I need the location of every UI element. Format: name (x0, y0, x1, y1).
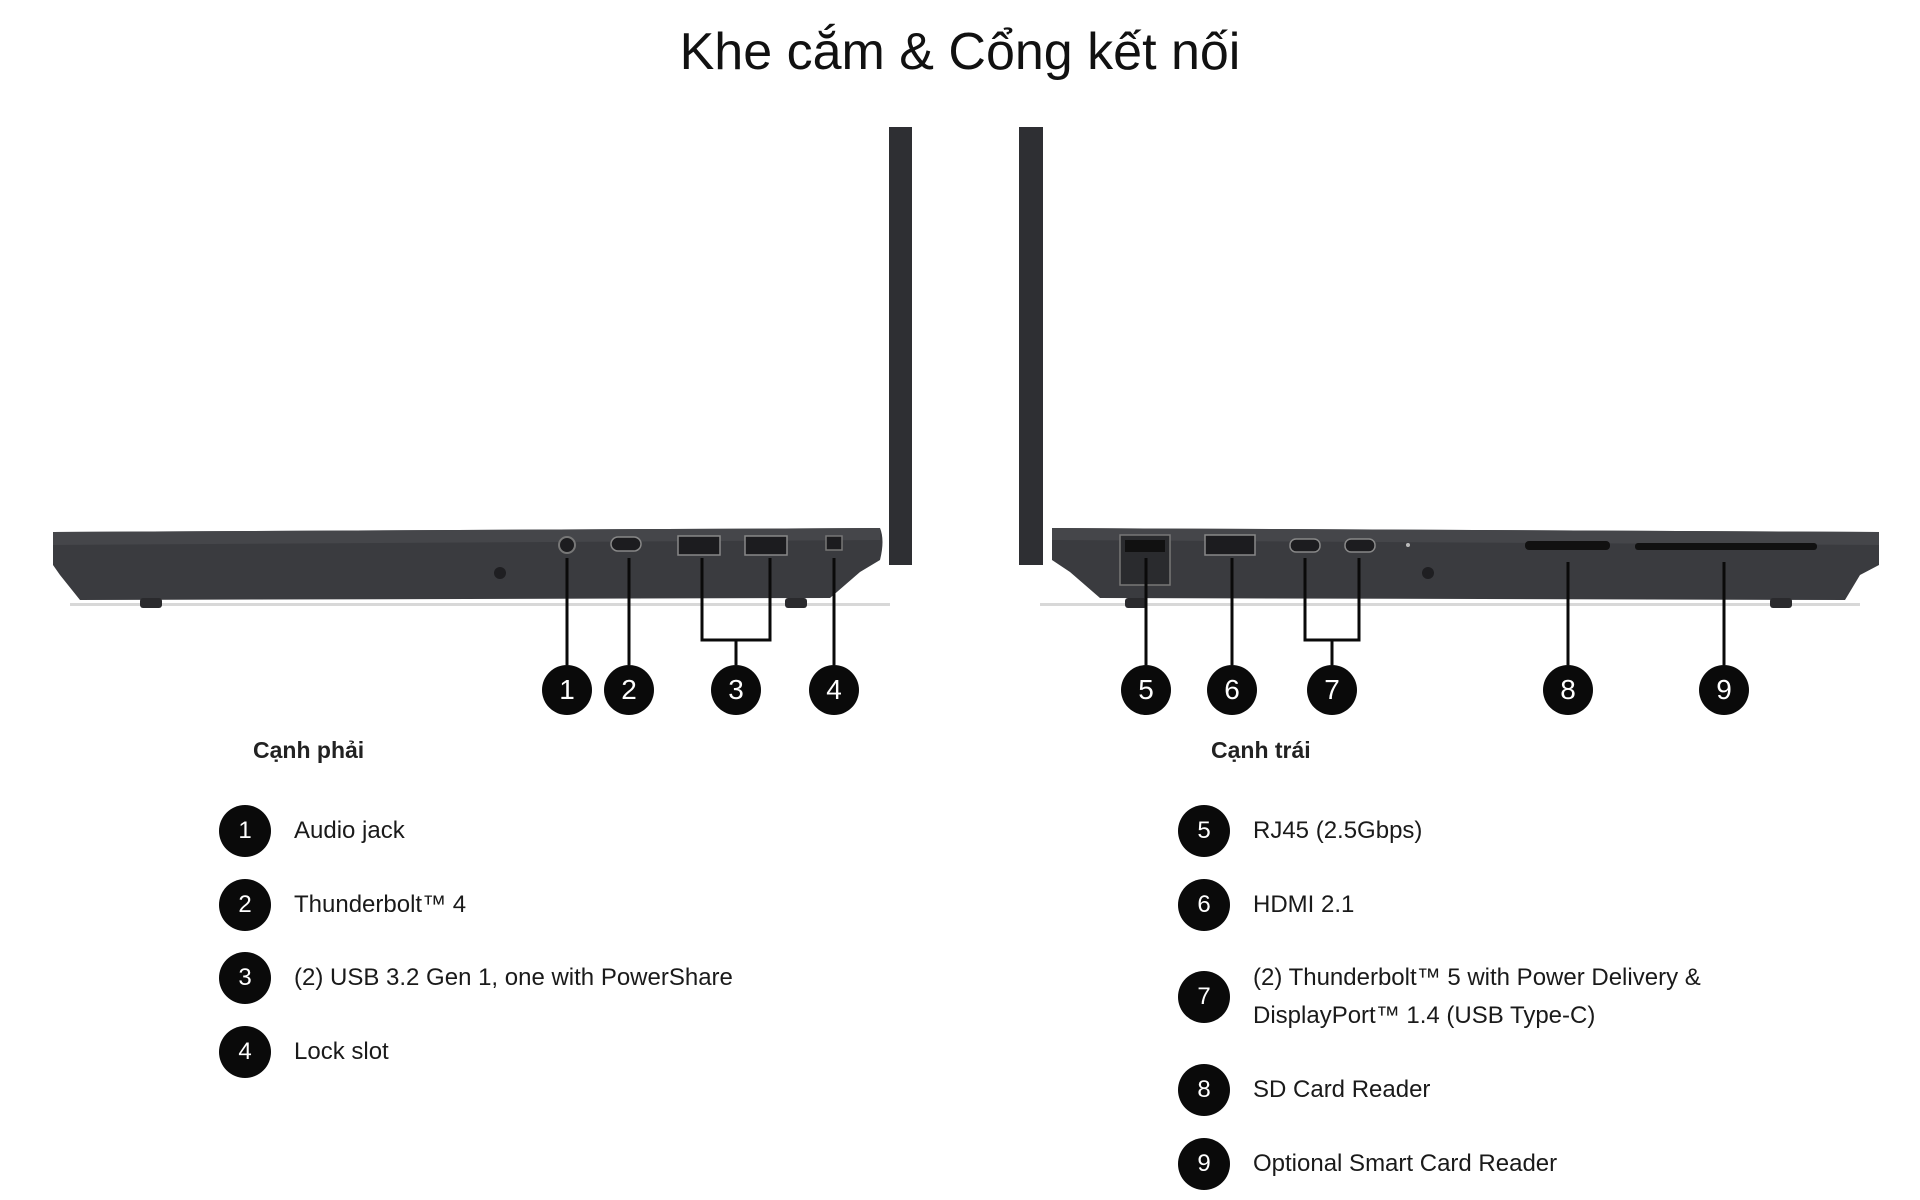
usb-port-1 (677, 535, 721, 556)
laptop-right-side-view (53, 127, 912, 665)
list-item-label: Audio jack (294, 817, 405, 844)
callout-badge-7: 7 (1307, 665, 1357, 715)
list-badge: 8 (1178, 1064, 1230, 1116)
laptop-body (53, 528, 883, 600)
smart-card-slot (1635, 543, 1817, 550)
audio-jack-port (558, 536, 576, 554)
callout-badge-4: 4 (809, 665, 859, 715)
sd-card-slot (1525, 541, 1610, 550)
hdmi-port (1204, 534, 1256, 556)
list-badge: 3 (219, 952, 271, 1004)
list-badge: 2 (219, 879, 271, 931)
callout-badge-3: 3 (711, 665, 761, 715)
list-badge: 4 (219, 1026, 271, 1078)
list-item-label-line2: DisplayPort™ 1.4 (USB Type-C) (1253, 1002, 1596, 1029)
list-badge: 5 (1178, 805, 1230, 857)
list-badge: 1 (219, 805, 271, 857)
leader-lines-left (1144, 558, 1726, 665)
laptop-left-side-view (1019, 127, 1879, 665)
list-item-label: HDMI 2.1 (1253, 891, 1355, 918)
callout-badge-5: 5 (1121, 665, 1171, 715)
lock-slot (825, 535, 843, 551)
list-badge: 7 (1178, 971, 1230, 1023)
right-side-heading: Cạnh phải (253, 737, 365, 763)
laptop-lid (1019, 127, 1043, 565)
callout-badge-2: 2 (604, 665, 654, 715)
usb-port-2 (744, 535, 788, 556)
callout-badge-6: 6 (1207, 665, 1257, 715)
thunderbolt5-port-2 (1344, 538, 1376, 553)
thunderbolt5-port-1 (1289, 538, 1321, 553)
list-badge: 9 (1178, 1138, 1230, 1190)
callout-badge-1: 1 (542, 665, 592, 715)
laptop-lid (889, 127, 912, 565)
left-side-heading: Cạnh trái (1211, 737, 1311, 763)
list-item-label: (2) USB 3.2 Gen 1, one with PowerShare (294, 964, 733, 991)
page-title: Khe cắm & Cổng kết nối (679, 23, 1241, 81)
list-item-label: Optional Smart Card Reader (1253, 1150, 1558, 1177)
list-badge: 6 (1178, 879, 1230, 931)
callout-badge-9: 9 (1699, 665, 1749, 715)
leader-lines-right (565, 558, 836, 665)
list-item-label: Thunderbolt™ 4 (294, 891, 467, 918)
list-item-label: RJ45 (2.5Gbps) (1253, 817, 1423, 844)
list-item-label: SD Card Reader (1253, 1076, 1431, 1103)
thunderbolt4-port (610, 536, 642, 552)
list-item-label: Lock slot (294, 1038, 389, 1065)
list-item-label: (2) Thunderbolt™ 5 with Power Delivery & (1253, 964, 1701, 991)
callout-badge-8: 8 (1543, 665, 1593, 715)
